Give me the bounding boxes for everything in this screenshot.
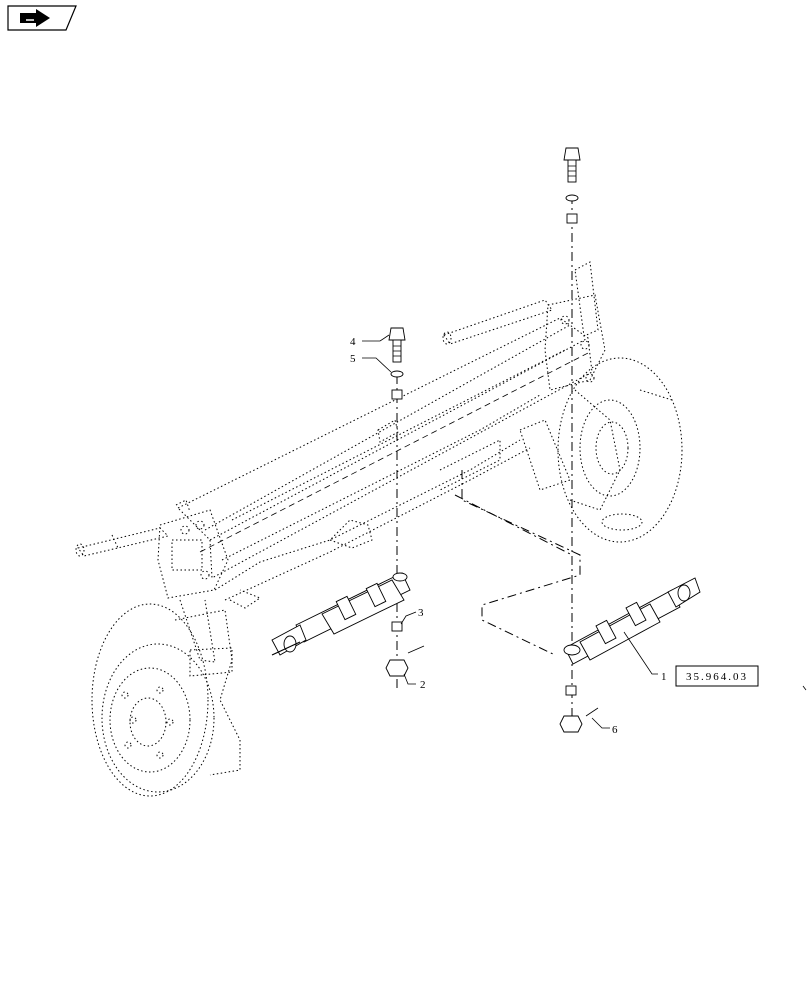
left-wheel-hub — [91, 603, 241, 797]
svg-text:6: 6 — [612, 724, 618, 736]
next-page-arrow-icon — [20, 9, 50, 27]
castle-nut-left — [385, 659, 409, 677]
left-lower-hardware — [385, 621, 425, 677]
right-wheel-hub — [519, 357, 683, 543]
assembly-centerlines — [396, 195, 581, 720]
left-bolt-stack — [388, 327, 406, 400]
edge-mark — [802, 685, 807, 691]
cotter-pin-right — [585, 707, 599, 717]
left-steering-cylinder — [271, 572, 411, 656]
callout-4: 4 — [350, 334, 390, 348]
reference-code: 35.964.03 — [686, 671, 748, 683]
callout-1: 1 — [623, 631, 667, 683]
callout-5: 5 — [350, 353, 392, 373]
callout-3: 3 — [400, 607, 424, 625]
right-bolt-stack — [563, 147, 581, 224]
castle-nut-right — [559, 715, 583, 733]
next-page-button[interactable] — [6, 4, 78, 32]
callout-2: 2 — [403, 673, 426, 691]
left-steering-arm — [75, 527, 169, 557]
right-kingpin-housing — [544, 294, 621, 511]
right-steering-cylinder — [563, 577, 701, 665]
washer-left — [390, 370, 404, 378]
cotter-pin-left — [407, 645, 425, 654]
svg-text:3: 3 — [418, 607, 424, 619]
svg-text:5: 5 — [350, 353, 356, 365]
svg-text:4: 4 — [350, 336, 356, 348]
left-kingpin-housing — [157, 499, 233, 677]
callout-6: 6 — [591, 717, 618, 736]
spacer-right — [566, 213, 578, 224]
reference-link[interactable]: 35.964.03 — [675, 665, 759, 687]
washer-right — [565, 194, 579, 202]
bolt-left — [388, 327, 406, 363]
right-steering-arm — [442, 261, 599, 345]
spacer-left-lower — [391, 621, 403, 632]
spacer-left — [391, 389, 403, 400]
axle-beam — [177, 317, 593, 609]
spacer-right-lower — [565, 685, 577, 696]
svg-text:1: 1 — [661, 671, 667, 683]
right-lower-hardware — [559, 685, 599, 733]
svg-text:2: 2 — [420, 679, 426, 691]
bolt-right — [563, 147, 581, 183]
